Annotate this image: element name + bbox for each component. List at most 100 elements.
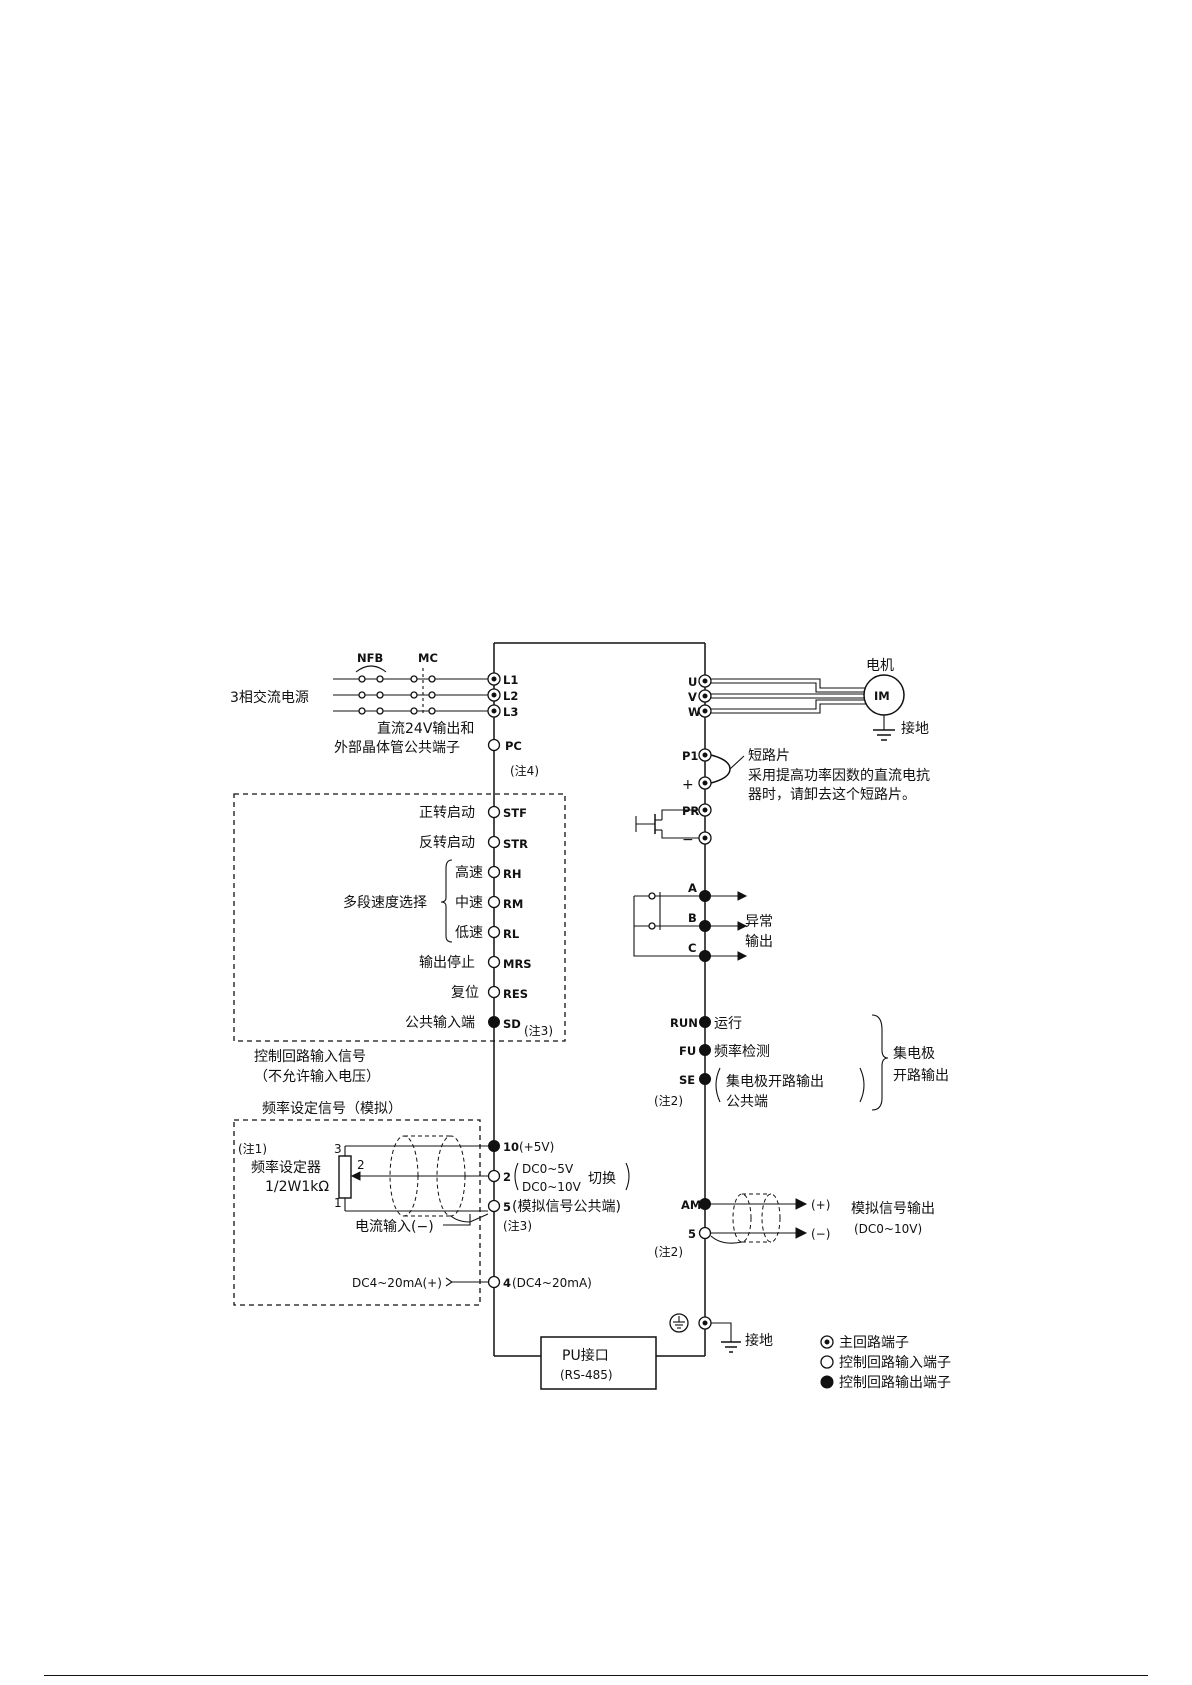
svg-text:(注3): (注3) <box>524 1023 553 1038</box>
svg-text:−: − <box>682 832 694 848</box>
input-rh: 高速 RH <box>455 864 521 881</box>
svg-text:5: 5 <box>503 1200 511 1214</box>
analog-output-range: (DC0~10V) <box>854 1222 922 1236</box>
freq-device-label: 频率设定器 <box>251 1159 321 1176</box>
pc-desc-line2: 外部晶体管公共端子 <box>334 740 460 756</box>
freq-setting-caption: 频率设定信号（模拟） <box>262 1100 402 1117</box>
pc-note: (注4) <box>510 763 539 778</box>
svg-text:FU: FU <box>679 1044 696 1058</box>
analog-output-label: 模拟信号输出 <box>851 1201 935 1217</box>
dc-input-label: DC4~20mA(+) <box>352 1276 442 1290</box>
motor-symbol: IM <box>863 674 905 716</box>
svg-text:W: W <box>688 705 701 719</box>
svg-text:控制回路输入端子: 控制回路输入端子 <box>839 1355 951 1371</box>
terminal-l1: L1 <box>487 672 518 687</box>
input-stf: 正转启动 STF <box>419 805 527 821</box>
power-input-section: 3相交流电源 NFB MC L1 L2 <box>230 651 518 719</box>
legend-control-output: 控制回路输出端子 <box>820 1375 951 1391</box>
terminal-b: B <box>688 911 748 932</box>
svg-text:B: B <box>688 911 697 925</box>
phase-lines <box>333 665 492 715</box>
multi-speed-brace <box>440 859 453 943</box>
mc-label: MC <box>418 651 438 665</box>
motor-ground-icon <box>873 715 895 741</box>
svg-text:SD: SD <box>503 1017 521 1031</box>
freq-setting-dashed-box <box>233 1119 481 1306</box>
dc-link-section: P1 + 短路片 采用提高功率因数的直流电抗 器时，请卸去这个短路片。 PR − <box>635 748 930 848</box>
svg-text:STF: STF <box>503 806 527 820</box>
svg-text:SE: SE <box>679 1073 695 1087</box>
freq-device-spec: 1/2W1kΩ <box>265 1179 329 1195</box>
input-rl: 低速 RL <box>455 925 520 941</box>
svg-text:(+): (+) <box>811 1198 830 1212</box>
svg-text:复位: 复位 <box>451 984 479 1001</box>
page-footer-rule <box>44 1675 1148 1676</box>
fault-output-label-1: 异常 <box>745 914 773 930</box>
svg-text:L1: L1 <box>503 673 518 687</box>
svg-text:中速: 中速 <box>455 895 483 911</box>
svg-text:(注2): (注2) <box>654 1244 683 1259</box>
legend: 主回路端子 控制回路输入端子 控制回路输出端子 <box>820 1335 951 1391</box>
terminal-c: C <box>688 941 748 962</box>
svg-text:输出停止: 输出停止 <box>419 954 475 971</box>
terminal-run: RUN 运行 <box>670 1016 742 1032</box>
svg-text:4: 4 <box>503 1276 511 1290</box>
pu-port: PU接口 (RS-485) <box>540 1336 657 1390</box>
ground-label: 接地 <box>745 1332 773 1349</box>
analog-output-section: AM (+) 5 (−) (注2) 模拟信号输出 (DC0~10V) <box>654 1193 935 1259</box>
svg-text:公共输入端: 公共输入端 <box>405 1015 475 1031</box>
motor-output-section: U V W 电机 IM 接地 <box>688 658 929 741</box>
svg-text:低速: 低速 <box>455 925 483 941</box>
terminal-plus: + <box>682 776 712 793</box>
motor-title: 电机 <box>866 658 894 674</box>
svg-text:(注3): (注3) <box>503 1218 532 1233</box>
svg-text:V: V <box>688 690 697 704</box>
svg-text:主回路端子: 主回路端子 <box>839 1335 909 1351</box>
brake-transistor-icon <box>635 809 699 839</box>
svg-text:A: A <box>688 881 697 895</box>
terminal-10: 10 (+5V) <box>488 1140 554 1154</box>
svg-text:MRS: MRS <box>503 957 532 971</box>
terminal-se: SE 集电极开路输出 公共端 (注2) <box>654 1067 865 1110</box>
svg-text:RES: RES <box>503 987 528 1001</box>
pu-port-label: PU接口 <box>562 1347 609 1364</box>
svg-text:3: 3 <box>334 1142 342 1156</box>
svg-text:(模拟信号公共端): (模拟信号公共端) <box>512 1199 621 1215</box>
svg-text:RUN: RUN <box>670 1016 698 1030</box>
freq-setting-section: (注1) 频率设定器 1/2W1kΩ 3 2 1 10 (+5V) <box>238 1135 630 1290</box>
svg-text:AM: AM <box>681 1198 701 1212</box>
terminal-minus: − <box>682 831 712 848</box>
svg-text:正转启动: 正转启动 <box>419 805 475 821</box>
current-input-label: 电流输入(−) <box>355 1219 434 1235</box>
svg-text:控制回路输出端子: 控制回路输出端子 <box>839 1375 951 1391</box>
input-mrs: 输出停止 MRS <box>419 954 532 971</box>
pu-port-protocol: (RS-485) <box>560 1368 613 1382</box>
svg-text:(DC4~20mA): (DC4~20mA) <box>512 1276 592 1290</box>
svg-text:2: 2 <box>503 1170 511 1184</box>
terminal-u: U <box>688 674 712 689</box>
nfb-label: NFB <box>357 651 383 665</box>
svg-text:(注2): (注2) <box>654 1093 683 1108</box>
svg-text:(−): (−) <box>811 1227 830 1241</box>
svg-text:2: 2 <box>357 1158 365 1172</box>
svg-text:集电极开路输出: 集电极开路输出 <box>726 1073 824 1090</box>
potentiometer-icon: 3 2 1 <box>334 1142 365 1211</box>
svg-text:切换: 切换 <box>588 1170 616 1187</box>
control-inputs: 正转启动 STF 反转启动 STR 多段速度选择 高速 RH 中速 RM 低速 … <box>343 805 553 1038</box>
open-collector-label-2: 开路输出 <box>893 1068 949 1084</box>
control-input-dashed-box <box>233 793 566 1042</box>
jumper-title: 短路片 <box>748 748 790 764</box>
terminal-am: AM (+) <box>681 1198 830 1212</box>
svg-text:L3: L3 <box>503 705 518 719</box>
jumper-bar <box>710 754 731 784</box>
note1-label: (注1) <box>238 1141 267 1156</box>
terminal-l3: L3 <box>487 704 518 719</box>
svg-text:1: 1 <box>334 1196 342 1210</box>
open-collector-label-1: 集电极 <box>893 1045 935 1062</box>
open-collector-section: RUN 运行 FU 频率检测 SE 集电极开路输出 公共端 (注2) 集电极 开… <box>654 1014 949 1111</box>
svg-text:RH: RH <box>503 867 521 881</box>
earth-icon <box>669 1313 689 1333</box>
fault-output-label-2: 输出 <box>745 934 773 950</box>
svg-text:+: + <box>682 777 694 793</box>
